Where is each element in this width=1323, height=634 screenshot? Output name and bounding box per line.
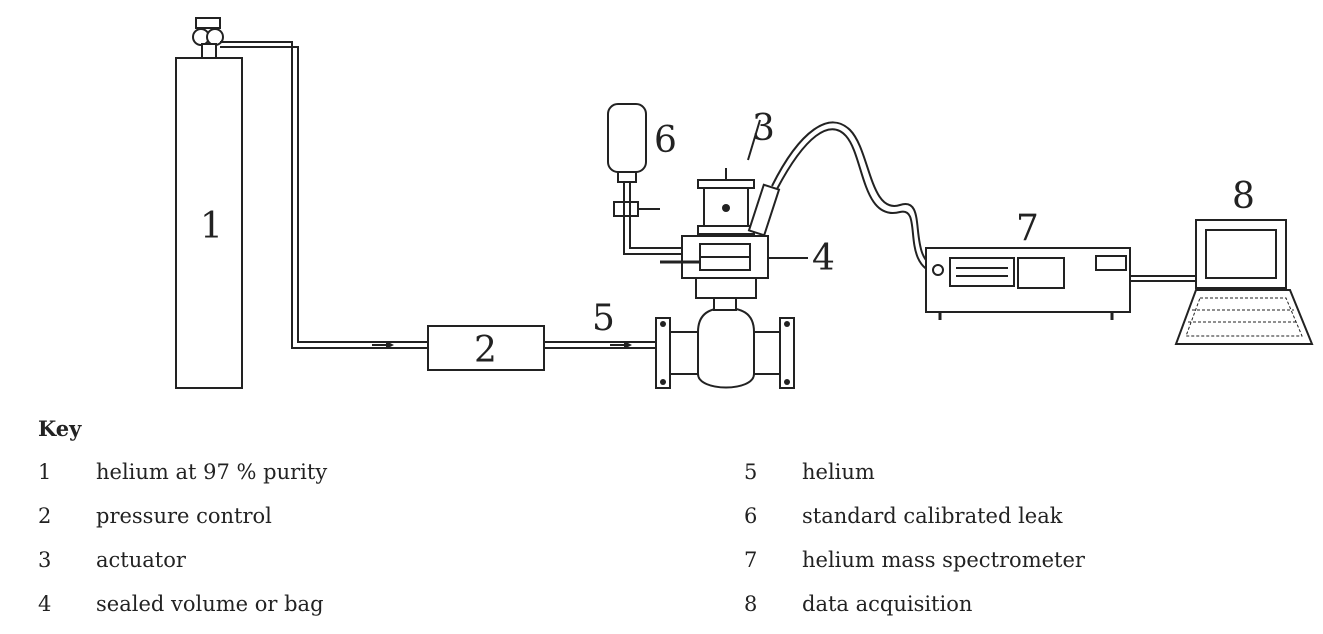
key-description: sealed volume or bag: [96, 592, 324, 616]
label-6: 6: [654, 120, 677, 161]
key-number: 6: [744, 504, 758, 528]
pressure-control-box: 2: [427, 325, 545, 371]
sniffer-hose: [747, 121, 939, 275]
key-description: standard calibrated leak: [802, 504, 1063, 528]
key-number: 3: [38, 548, 52, 572]
label-4: 4: [812, 238, 835, 279]
key-number: 5: [744, 460, 758, 484]
label-5: 5: [592, 298, 615, 339]
key-number: 2: [38, 504, 52, 528]
sealed-volume: 4: [660, 235, 835, 279]
label-1: 1: [200, 206, 223, 247]
key-number: 1: [38, 460, 52, 484]
key-description: actuator: [96, 548, 186, 572]
helium-cylinder: 1: [175, 17, 243, 389]
key-number: 7: [744, 548, 758, 572]
calibrated-leak: 6: [607, 103, 682, 255]
key-title: Key: [38, 416, 82, 441]
computer: 8: [1174, 176, 1314, 345]
key-description: pressure control: [96, 504, 272, 528]
supply-line: [220, 41, 428, 349]
key-description: helium mass spectrometer: [802, 548, 1085, 572]
label-3: 3: [752, 108, 775, 149]
key-description: helium at 97 % purity: [96, 460, 328, 484]
label-7: 7: [1016, 208, 1039, 249]
valve-body: [655, 277, 795, 389]
label-8: 8: [1232, 176, 1255, 217]
key-description: data acquisition: [802, 592, 973, 616]
leak-test-setup-diagram: 1 2 5 4: [175, 17, 1314, 389]
helium-line: 5: [544, 298, 660, 349]
actuator: 3: [697, 108, 775, 237]
key-number: 8: [744, 592, 758, 616]
key-description: helium: [802, 460, 875, 484]
key-number: 4: [38, 592, 52, 616]
label-2: 2: [474, 330, 497, 371]
mass-spectrometer: 7: [925, 208, 1196, 320]
